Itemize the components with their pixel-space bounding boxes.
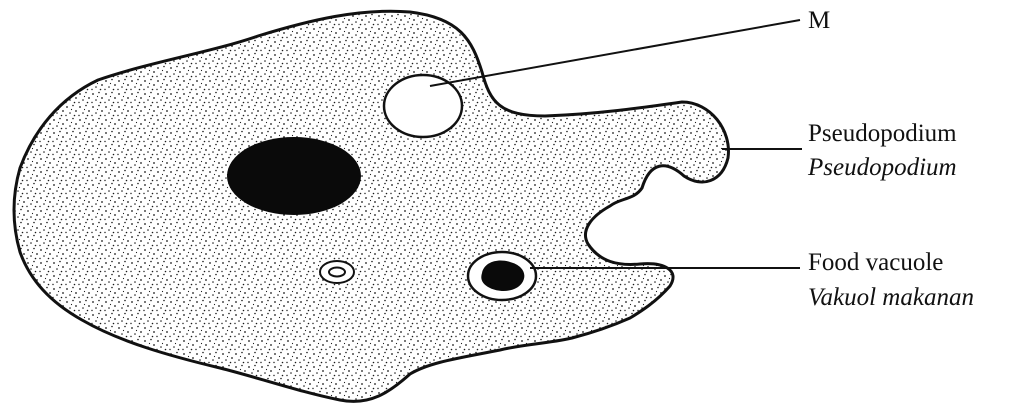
label-food-vacuole-malay: Vakuol makanan — [808, 285, 974, 310]
pointer-line-m — [430, 20, 800, 86]
label-pseudopodium-malay: Pseudopodium — [808, 155, 957, 180]
label-food-vacuole: Food vacuole — [808, 250, 943, 275]
contractile-vacuole — [384, 75, 462, 137]
nucleus — [227, 137, 361, 215]
label-m: M — [808, 8, 830, 33]
label-pseudopodium: Pseudopodium — [808, 121, 957, 146]
small-vacuole-outer — [320, 261, 354, 283]
cell-membrane — [14, 11, 728, 401]
